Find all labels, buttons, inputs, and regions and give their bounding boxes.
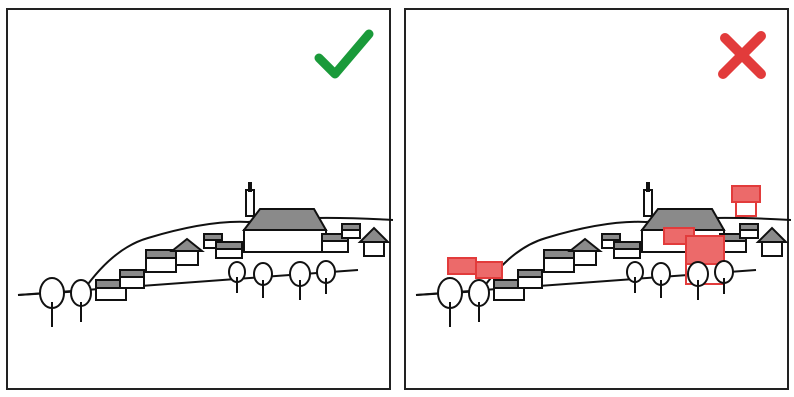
house [762, 242, 782, 256]
church-spire [646, 182, 650, 192]
trees [40, 261, 335, 327]
added-building [732, 186, 760, 202]
houses [96, 224, 388, 300]
house-roof [120, 270, 144, 277]
house [176, 251, 198, 265]
church-spire [248, 182, 252, 192]
house-roof [518, 270, 542, 277]
house-roof [602, 234, 620, 240]
added-building [736, 202, 756, 216]
house-roof [342, 224, 360, 230]
house-roof-gable [172, 239, 202, 251]
house-roof [740, 224, 758, 230]
check-icon [313, 24, 375, 86]
added-building [476, 262, 502, 278]
house [574, 251, 596, 265]
panel-correct [6, 8, 391, 390]
house-roof-gable [570, 239, 600, 251]
house [364, 242, 384, 256]
houses [494, 224, 786, 300]
church-tower [644, 190, 652, 216]
house-roof [204, 234, 222, 240]
house-roof [216, 242, 242, 249]
house-roof-gable [758, 228, 786, 242]
church-roof [244, 209, 326, 230]
house-roof-gable [360, 228, 388, 242]
church-roof [642, 209, 724, 230]
house-roof [614, 242, 640, 249]
church-tower [246, 190, 254, 216]
cross-icon [711, 24, 773, 86]
church [244, 182, 326, 252]
added-building [686, 236, 724, 264]
panel-incorrect [404, 8, 789, 390]
church-body [244, 230, 326, 252]
added-building [448, 258, 476, 274]
